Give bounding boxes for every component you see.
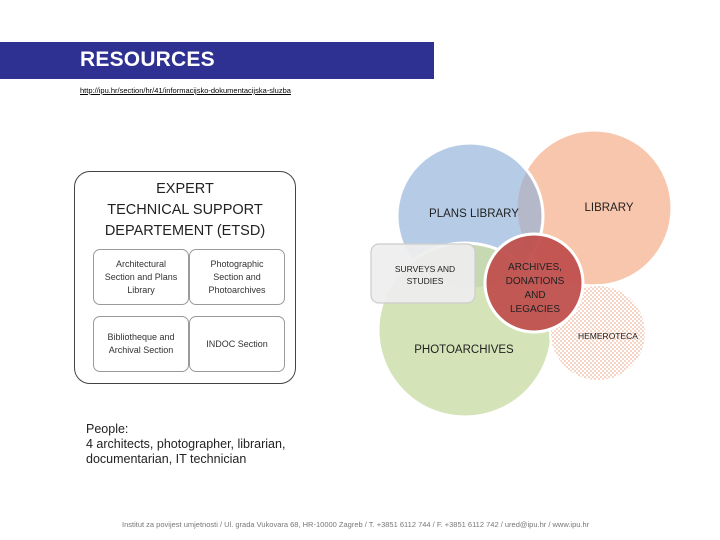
archives-label-line: DONATIONS	[506, 276, 565, 287]
section-indoc: INDOC Section	[189, 316, 285, 372]
resource-link[interactable]: http://ipu.hr/section/hr/41/informacijsk…	[80, 86, 291, 95]
surveys-label-line: SURVEYS AND	[395, 264, 455, 274]
section-label-line: Section and	[213, 271, 261, 282]
section-label-line: Photographic	[210, 258, 264, 269]
surveys-box	[370, 243, 476, 304]
etsd-title-line: DEPARTEMENT (ETSD)	[104, 223, 266, 239]
footer-text: Institut za povijest umjetnosti / Ul. gr…	[122, 520, 590, 529]
plans-library-label: PLANS LIBRARY	[429, 208, 519, 220]
etsd-title-line: EXPERT	[156, 181, 214, 197]
title-bar: RESOURCES	[0, 42, 434, 79]
surveys-label-line: STUDIES	[407, 276, 444, 286]
etsd-box: EXPERT TECHNICAL SUPPORT DEPARTEMENT (ET…	[74, 171, 296, 384]
section-label-line: Archival Section	[108, 345, 174, 355]
archives-label-line: LEGACIES	[510, 304, 560, 315]
hemeroteca-label: HEMEROTECA	[578, 331, 638, 341]
archives-circle	[483, 232, 585, 334]
section-architectural: Architectural Section and Plans Library	[93, 249, 189, 305]
archives-label-line: ARCHIVES,	[508, 262, 562, 273]
library-label: LIBRARY	[584, 202, 633, 214]
archives-label-line: AND	[524, 290, 545, 301]
section-label-line: Architectural	[115, 258, 167, 269]
people-line: 4 architects, photographer, librarian,	[86, 437, 286, 451]
section-label-line: Photoarchives	[208, 284, 266, 295]
people-line: People:	[86, 422, 129, 436]
section-bibliotheque: Bibliotheque and Archival Section	[93, 316, 189, 372]
section-label-line: Section and Plans	[104, 271, 178, 282]
section-label-line: Bibliotheque and	[107, 332, 175, 342]
section-label-line: INDOC Section	[206, 338, 268, 349]
section-label-line: Library	[127, 284, 155, 295]
etsd-title: EXPERT TECHNICAL SUPPORT DEPARTEMENT (ET…	[75, 179, 295, 242]
people-line: documentarian, IT technician	[86, 452, 247, 466]
section-photographic: Photographic Section and Photoarchives	[189, 249, 285, 305]
page-title: RESOURCES	[80, 48, 215, 71]
photoarchives-label: PHOTOARCHIVES	[414, 344, 514, 356]
etsd-title-line: TECHNICAL SUPPORT	[107, 202, 263, 218]
people-text: People: 4 architects, photographer, libr…	[86, 422, 285, 467]
